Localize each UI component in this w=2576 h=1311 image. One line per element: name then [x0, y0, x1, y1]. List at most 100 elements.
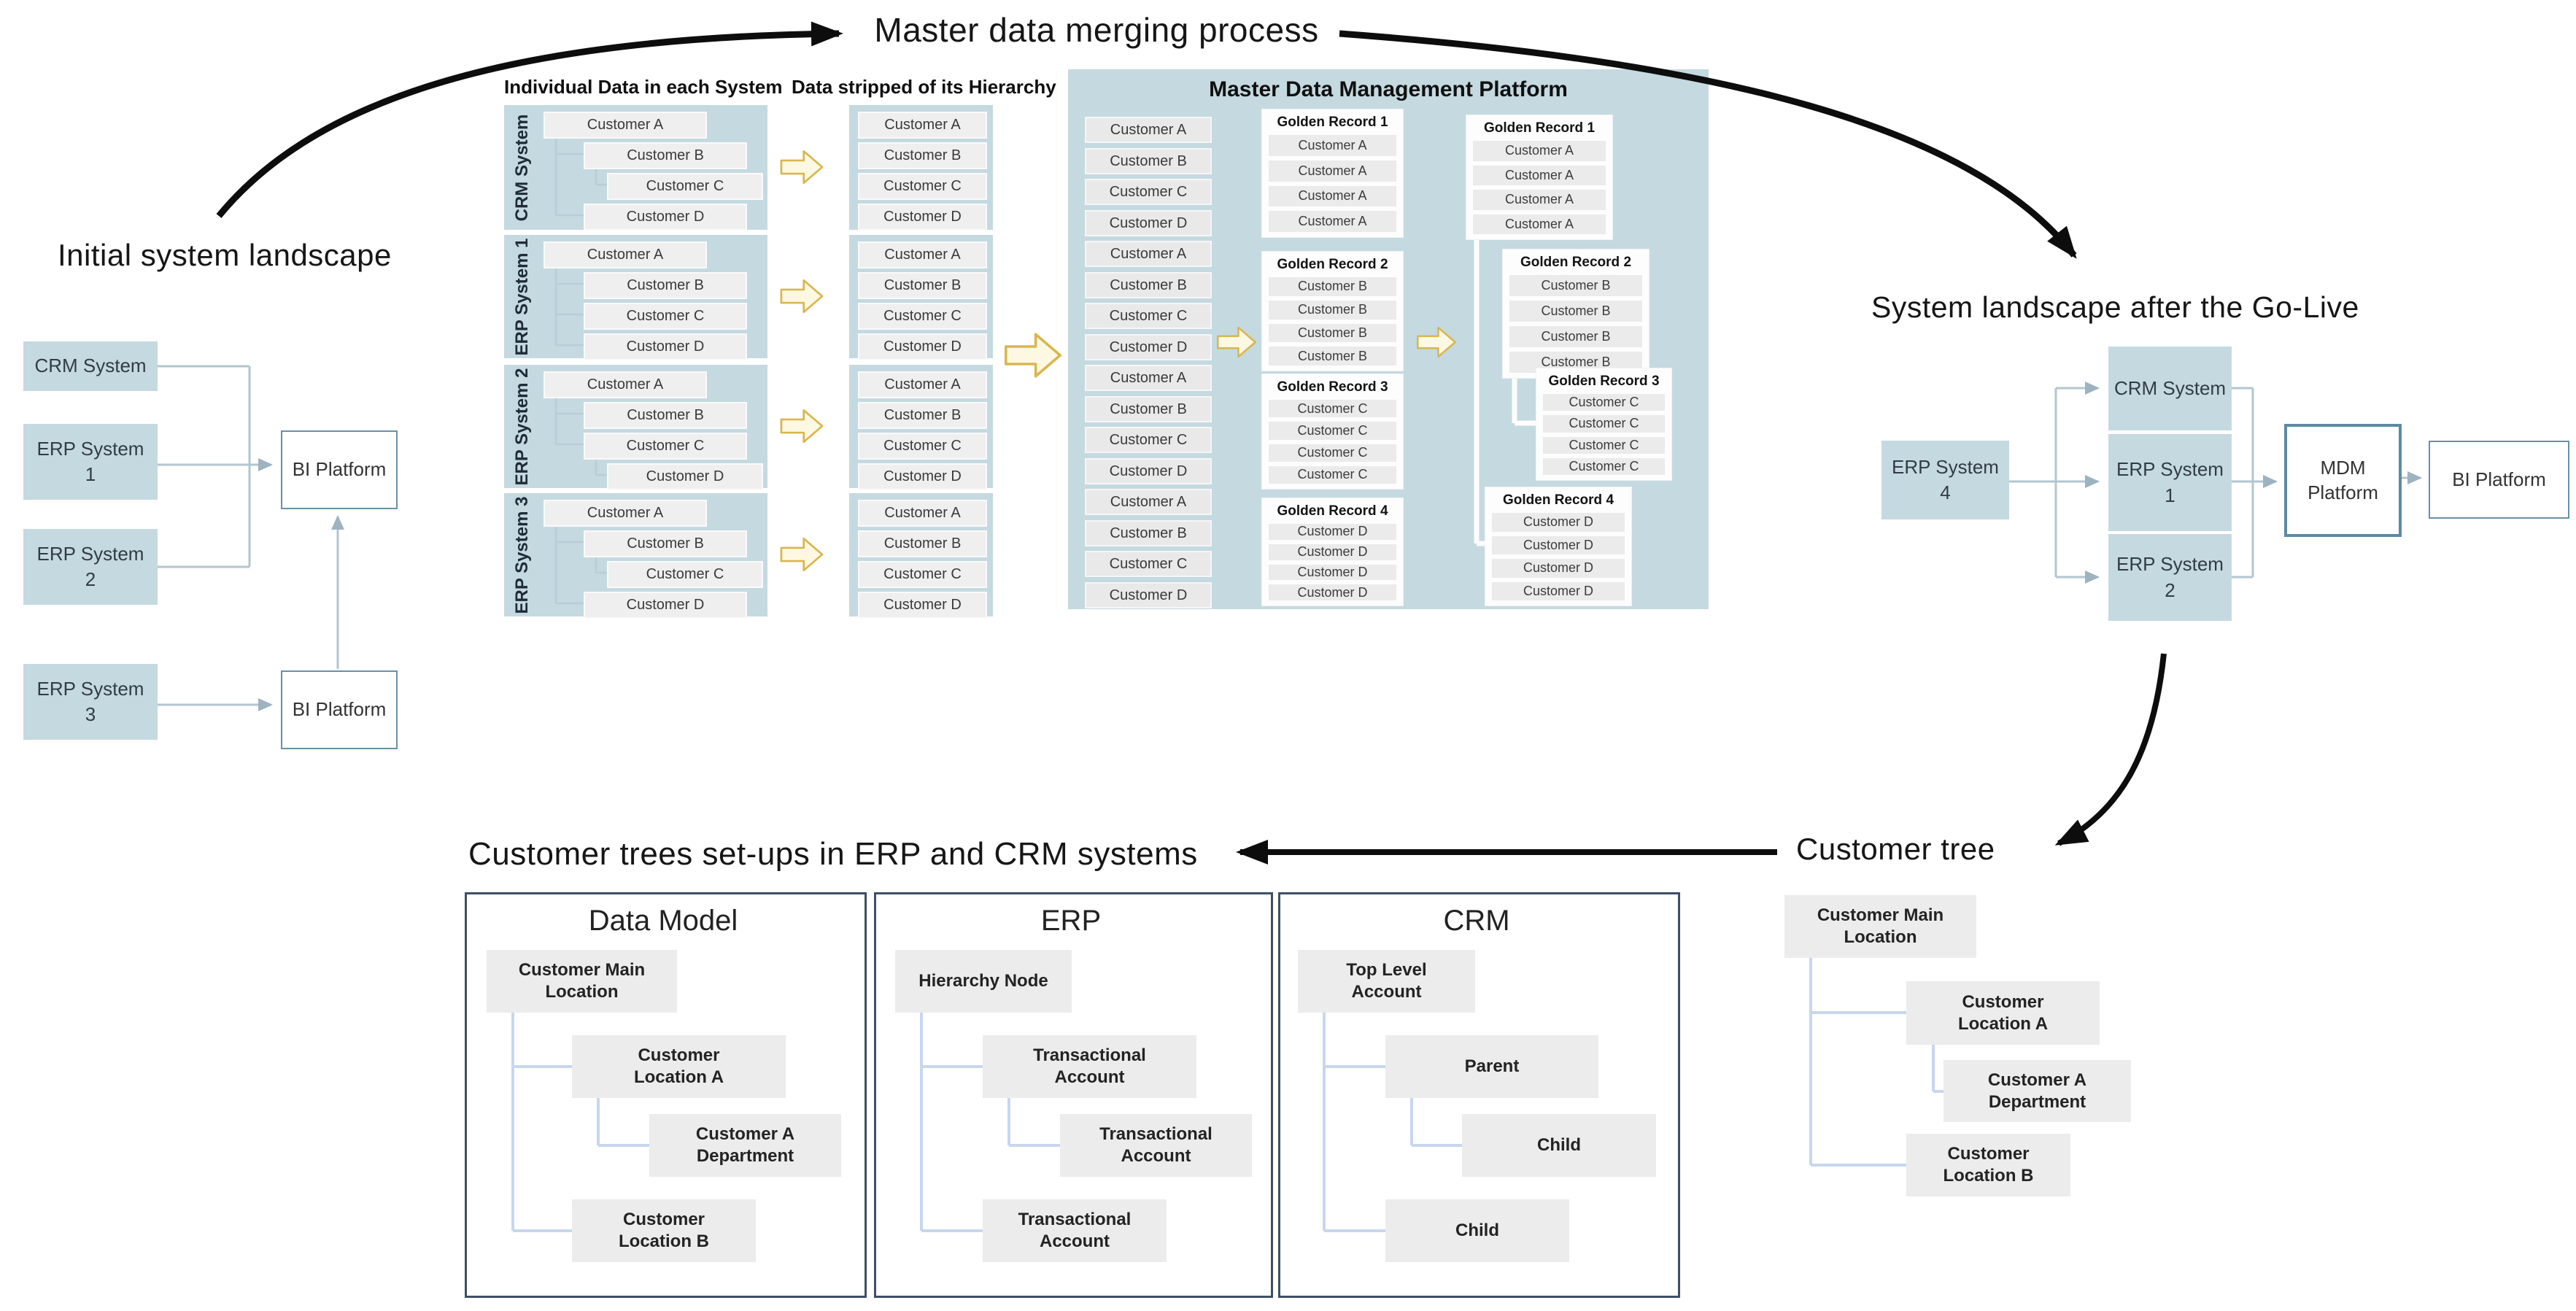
tree-node: Customer D: [584, 333, 747, 360]
stripped-item: Customer A: [858, 371, 987, 398]
pool-record: Customer B: [1085, 396, 1212, 422]
initial-erp-system-2-node: ERP System 2: [23, 529, 158, 605]
strip-arrow-icon: [780, 409, 824, 444]
tree-node: Customer C: [584, 303, 747, 330]
source-system-tree-connectors: [554, 136, 607, 605]
customer-tree-connectors: [1809, 958, 1943, 1167]
tree-node: Customer B: [584, 142, 747, 169]
erp-setup-node: Hierarchy Node: [895, 950, 1072, 1013]
tree-node: Customer D: [584, 592, 747, 619]
golden-record-title: Golden Record 1: [1483, 120, 1596, 136]
title-golive-landscape: System landscape after the Go-Live: [1871, 290, 2359, 324]
golden-record-row: Customer B: [1269, 300, 1396, 320]
golden-record-title: Golden Record 2: [1277, 257, 1388, 272]
erp-setup-panel-header: ERP: [1040, 905, 1102, 937]
stripped-item: Customer C: [858, 173, 987, 200]
pool-record: Customer B: [1085, 272, 1212, 298]
data-model-node: Customer Location B: [572, 1199, 756, 1262]
pool-record: Customer C: [1085, 551, 1212, 577]
golden-record-title: Golden Record 1: [1277, 115, 1388, 130]
pool-record: Customer B: [1085, 520, 1212, 546]
golden-record-row: Customer C: [1269, 422, 1396, 440]
golden-record-title: Golden Record 2: [1520, 255, 1632, 270]
golden-record-row: Customer C: [1543, 394, 1665, 411]
golden-record-row: Customer D: [1269, 564, 1396, 581]
tree-node: Customer C: [607, 173, 763, 200]
golive-crm-system-node: CRM System: [2108, 347, 2232, 430]
setup-panel-tree-connectors: [511, 1013, 1462, 1232]
pool-record: Customer C: [1085, 427, 1212, 453]
golden-record-row: Customer B: [1269, 323, 1396, 343]
golive-erp-system-4-node: ERP System 4: [1881, 441, 2009, 519]
golden-record-card: Golden Record 4 Customer D Customer D Cu…: [1262, 498, 1403, 606]
strip-arrow-icon: [780, 537, 824, 572]
golden-record-row: Customer A: [1473, 190, 1606, 210]
golden-record-row: Customer B: [1509, 275, 1642, 296]
golive-mdm-platform-node: MDM Platform: [2284, 424, 2402, 537]
golden-record-hierarchy-card: Golden Record 4 Customer D Customer D Cu…: [1485, 487, 1631, 606]
pool-record: Customer D: [1085, 458, 1212, 484]
tree-node: Customer D: [584, 204, 747, 231]
data-model-node: Customer Location A: [572, 1035, 786, 1098]
golden-record-hierarchy-card: Golden Record 2 Customer B Customer B Cu…: [1503, 250, 1649, 378]
golden-record-row: Customer A: [1269, 185, 1396, 207]
crm-setup-panel-header: CRM: [1443, 905, 1510, 937]
pool-record: Customer B: [1085, 148, 1212, 174]
customer-tree-node: Customer Main Location: [1784, 895, 1976, 958]
stripped-item: Customer D: [858, 463, 987, 490]
tree-node: Customer C: [584, 433, 747, 460]
stripped-item: Customer D: [858, 333, 987, 360]
erp-system-2-panel-label: ERP System 2: [512, 368, 532, 486]
initial-erp-system-1-node: ERP System 1: [23, 424, 158, 500]
crm-system-panel-label: CRM System: [512, 114, 532, 222]
tree-node: Customer B: [584, 402, 747, 429]
data-model-node: Customer A Department: [649, 1114, 841, 1177]
stripped-item: Customer D: [858, 592, 987, 619]
strip-arrow-icon: [780, 150, 824, 185]
pool-record: Customer D: [1085, 210, 1212, 236]
tree-node: Customer C: [607, 561, 763, 588]
stripped-item: Customer B: [858, 402, 987, 429]
initial-landscape-connectors: [158, 365, 344, 711]
golden-record-row: Customer D: [1492, 535, 1625, 554]
pool-record: Customer A: [1085, 241, 1212, 267]
golden-record-row: Customer A: [1473, 214, 1606, 234]
golden-record-row: Customer A: [1269, 135, 1396, 156]
pool-record: Customer A: [1085, 117, 1212, 143]
golive-erp-system-2-node: ERP System 2: [2108, 534, 2232, 621]
golden-record-title: Golden Record 4: [1277, 503, 1388, 519]
golden-record-row: Customer D: [1269, 544, 1396, 560]
initial-bi-platform-2-node: BI Platform: [281, 670, 398, 749]
erp-system-1-panel-label: ERP System 1: [512, 238, 532, 356]
golden-record-row: Customer D: [1492, 559, 1625, 578]
golden-record-row: Customer B: [1269, 347, 1396, 366]
header-data-stripped: Data stripped of its Hierarchy: [792, 76, 1056, 98]
stripped-item: Customer A: [858, 241, 987, 268]
golden-record-row: Customer A: [1473, 141, 1606, 161]
golden-record-row: Customer B: [1509, 326, 1642, 347]
golden-record-card: Golden Record 1 Customer A Customer A Cu…: [1262, 109, 1403, 237]
customer-tree-node: Customer Location A: [1906, 981, 2100, 1045]
initial-bi-platform-1-node: BI Platform: [281, 430, 398, 509]
stripped-item: Customer C: [858, 303, 987, 330]
title-initial-landscape: Initial system landscape: [58, 238, 392, 272]
initial-crm-system-node: CRM System: [23, 341, 158, 391]
stripped-item: Customer A: [858, 112, 987, 139]
stripped-item: Customer B: [858, 530, 987, 557]
golive-erp-system-1-node: ERP System 1: [2108, 434, 2232, 531]
pool-record: Customer A: [1085, 365, 1212, 391]
pool-record: Customer D: [1085, 582, 1212, 608]
tree-node: Customer D: [607, 463, 763, 490]
golden-record-title: Golden Record 3: [1548, 374, 1660, 389]
hierarchy-arrow-icon: [1417, 326, 1456, 358]
tree-node: Customer A: [544, 241, 707, 268]
erp-setup-node: Transactional Account: [1060, 1114, 1252, 1177]
tree-node: Customer A: [544, 112, 707, 139]
golive-landscape-connectors: [2009, 382, 2422, 584]
golden-record-row: Customer C: [1543, 436, 1665, 454]
golden-record-row: Customer B: [1269, 277, 1396, 296]
golden-record-row: Customer C: [1543, 415, 1665, 433]
golden-record-row: Customer C: [1269, 444, 1396, 462]
golden-record-card: Golden Record 2 Customer B Customer B Cu…: [1262, 252, 1403, 371]
